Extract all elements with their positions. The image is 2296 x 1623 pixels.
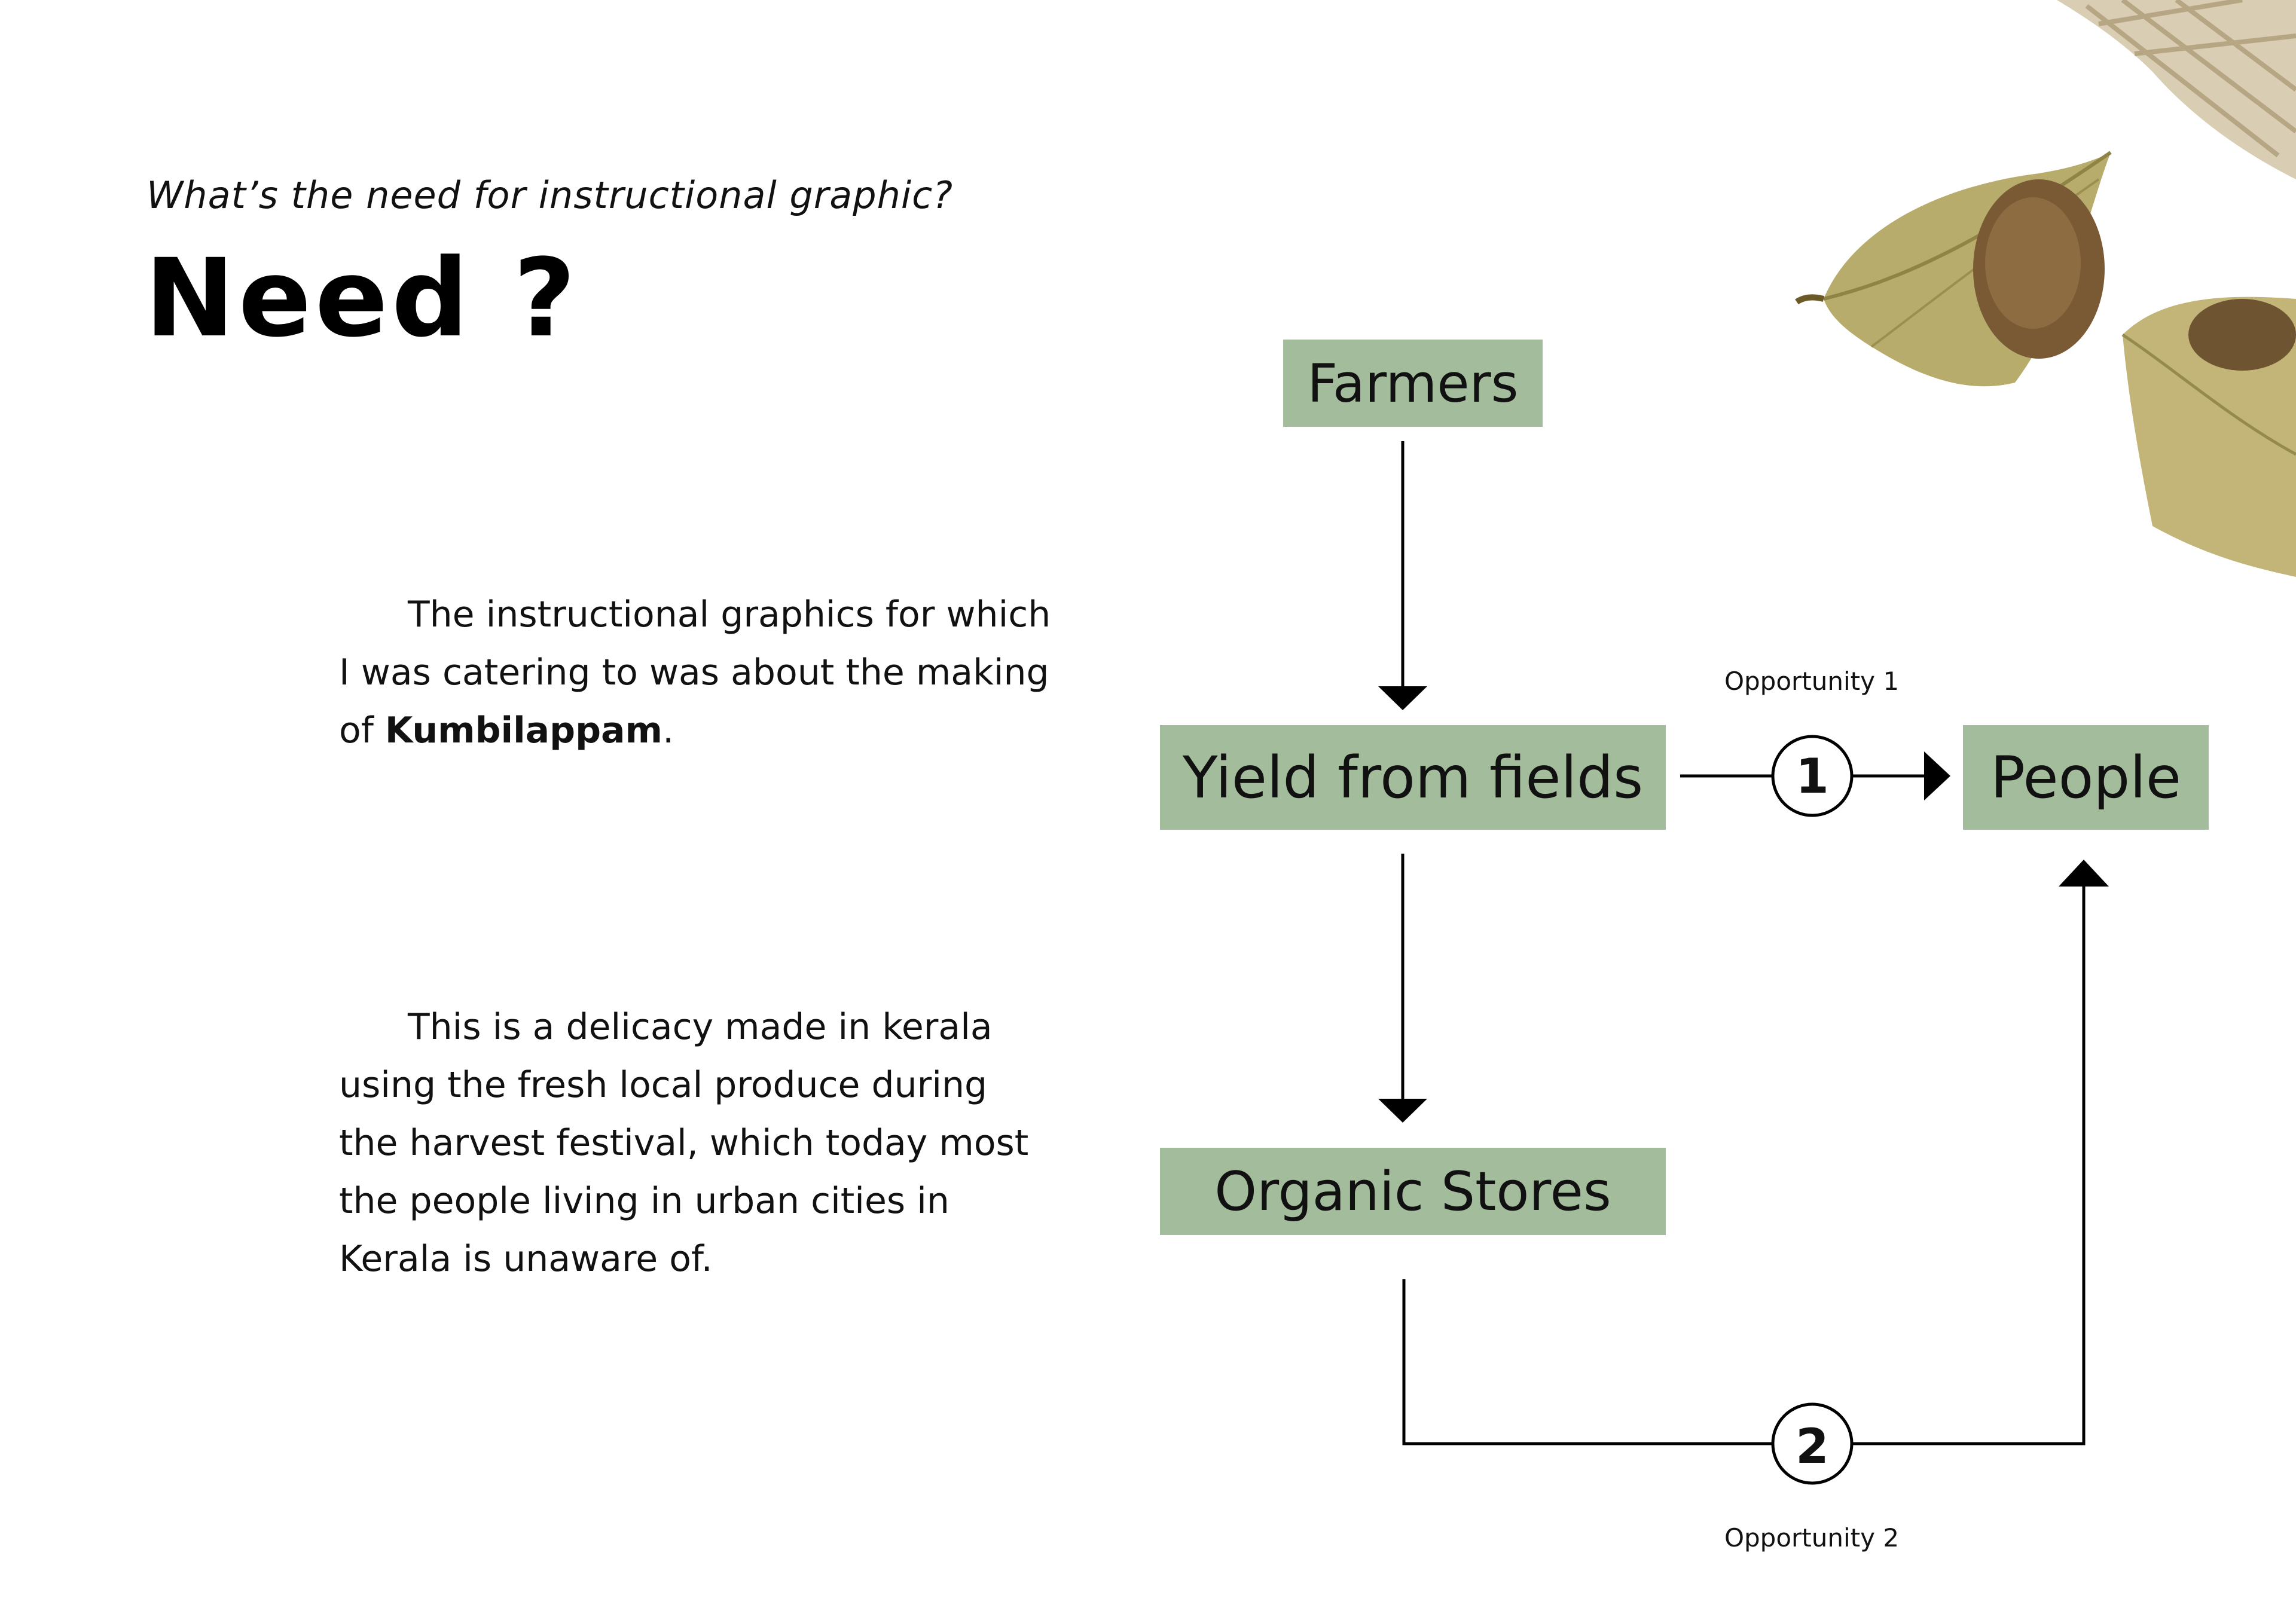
line-organic-to-opportunity2	[1402, 1279, 1773, 1445]
arrowhead-people-up	[2059, 860, 2109, 887]
line-opportunity2-to-people	[1852, 882, 2086, 1445]
opportunity1-label: Opportunity 1	[1724, 667, 1900, 696]
arrowhead-organic	[1378, 1099, 1427, 1123]
opportunity2-number: 2	[1796, 1418, 1829, 1474]
intro-end: .	[662, 710, 674, 751]
opportunity2-label: Opportunity 2	[1724, 1523, 1900, 1552]
arrowhead-yield	[1378, 686, 1427, 710]
arrowhead-people-right	[1924, 751, 1950, 800]
page-subtitle: What’s the need for instructional graphi…	[146, 173, 954, 217]
dish-name: Kumbilappam	[384, 710, 663, 751]
description-text: This is a delicacy made in kerala using …	[339, 1006, 1029, 1280]
intro-text: The instructional graphics for which I w…	[339, 594, 1051, 751]
node-people: People	[1963, 725, 2209, 830]
node-organic-stores: Organic Stores	[1160, 1148, 1666, 1235]
intro-paragraph: The instructional graphics for which I w…	[339, 586, 1057, 760]
page-title: Need ?	[145, 236, 579, 361]
node-farmers: Farmers	[1283, 340, 1543, 427]
description-paragraph: This is a delicacy made in kerala using …	[339, 998, 1057, 1288]
node-yield-from-fields: Yield from fields	[1160, 725, 1666, 830]
opportunity1-number: 1	[1796, 748, 1829, 804]
kumbilappam-leaf-wraps-photo-icon	[1795, 0, 2296, 577]
basket-shape	[2057, 0, 2296, 179]
